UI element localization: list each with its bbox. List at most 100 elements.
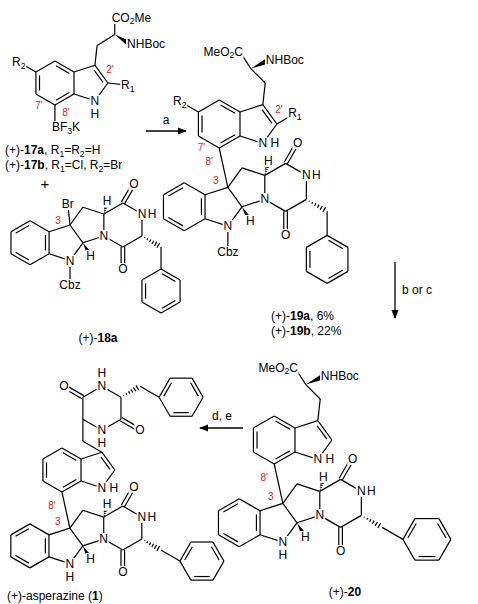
bond-line [328,270,343,278]
bond-line [219,148,228,187]
text-run: 18a [97,331,117,345]
text-run: Br [62,197,74,211]
bond-line [306,247,307,271]
text-run: 1 [59,149,64,159]
bond-line [328,240,343,248]
bond [11,221,30,233]
atom-label: O [117,566,128,578]
text-run: =Br [103,158,122,172]
bond-line [149,240,150,242]
bond-line [36,61,55,72]
text-run: H [319,470,328,484]
text-run: H [110,481,119,495]
text-run: (+)- [329,585,348,599]
reagent-label: a [162,114,171,126]
text-run: N [138,207,147,221]
bond-line [198,100,219,112]
text-run: N [279,535,288,549]
formula-label: R2 [11,56,26,68]
bond-line [259,511,260,535]
text-run: (+)-asperazine ( [7,589,92,603]
text-run: + [41,175,50,192]
bond-line [163,195,164,219]
bond-line [198,112,199,136]
bond-line [82,419,83,441]
text-run: N [98,481,107,495]
reagent-label: b or c [401,284,433,296]
bond [10,232,11,254]
text-run: NHBoc [266,53,304,67]
bond [11,555,30,567]
text-run: a [163,113,170,127]
text-run: H [103,497,112,511]
text-run: 1 [297,112,302,122]
bond [184,219,205,231]
text-run: H [98,436,107,450]
bond [297,484,320,491]
bond-line [201,116,202,133]
bond-line [146,541,148,543]
text-run: 3 [268,491,274,502]
bond [192,397,203,416]
bond [120,397,121,419]
text-run: O [129,480,138,494]
bond [170,378,192,379]
bond-line [274,464,283,503]
text-run: 2 [21,61,26,71]
bond-line [239,499,260,511]
bond-line [30,524,49,535]
bond-line [319,489,321,490]
compound-label: (+)-20 [328,586,362,598]
bond [184,183,205,195]
bond-line [320,484,323,486]
bond [403,539,415,560]
bond-line [81,452,102,459]
atom-label: H [263,155,274,167]
bond [191,378,203,397]
text-run: O [59,379,68,393]
text-run: R [12,55,21,69]
atom-label: O [128,178,139,190]
bond [306,247,310,271]
bond-line [179,280,180,302]
atom-label: H [300,531,311,543]
text-run: 19b [290,324,311,338]
text-run: R [121,78,130,92]
atom-label: O [117,263,128,275]
atom-label: N [223,220,234,232]
bond-line [49,225,70,232]
bond [70,225,83,243]
bond-line [136,385,139,390]
bond [170,413,192,417]
text-run: H [103,194,112,208]
bond-line [144,540,146,542]
text-run: Me [134,11,151,25]
bond-line [162,301,175,309]
text-run: =R [64,143,80,157]
bond [306,271,327,283]
bond [347,247,348,271]
bond [55,93,74,105]
bond [415,518,439,519]
text-run: 17a [24,143,44,157]
atom-label: O [280,229,291,241]
bond-line [320,206,322,210]
bond [309,201,325,212]
bond [163,195,164,219]
bond [43,448,62,459]
bond [161,269,180,281]
bond [191,577,213,581]
text-run: 8' [62,107,69,118]
text-run: O [293,136,302,150]
bond-line [439,539,451,560]
bond [45,232,49,254]
text-run: 20 [348,585,361,599]
bond-line [419,556,436,557]
bond-line [173,412,188,413]
text-run: R [288,106,297,120]
bond-line [239,535,260,547]
compound-label: (+)-asperazine (1) [6,590,104,602]
bond [180,280,181,302]
bond-line [317,205,319,208]
atom-label: N [97,380,108,392]
